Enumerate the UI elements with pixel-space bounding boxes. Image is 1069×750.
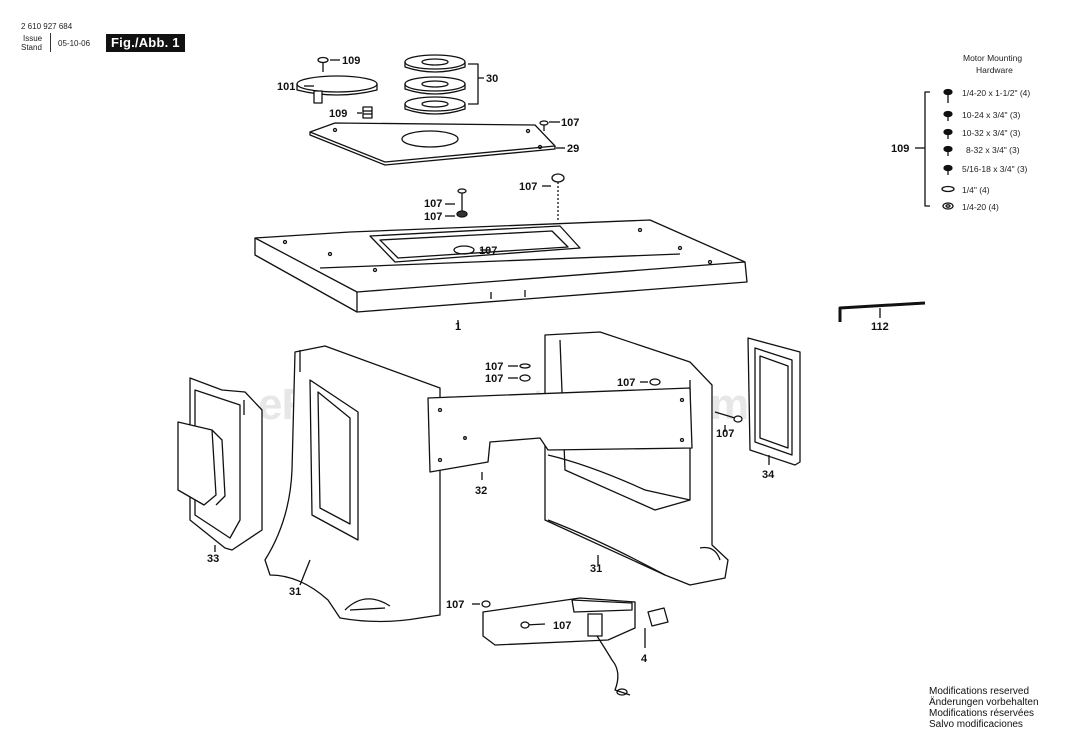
modifications-line: Änderungen vorbehalten <box>929 697 1039 708</box>
callout-31-left: 31 <box>289 586 301 598</box>
hardware-title-line2: Hardware <box>976 65 1013 75</box>
part-30-rings <box>404 54 484 115</box>
part-31-right-leg <box>544 331 729 586</box>
callout-107-a: 107 <box>561 117 579 129</box>
part-34-right-panel <box>747 337 801 466</box>
part-107-bolt-center <box>445 188 468 218</box>
part-109-sleeve <box>357 106 373 119</box>
modifications-note: Modifications reserved Änderungen vorbeh… <box>929 686 1039 730</box>
issue-date: 05-10-06 <box>58 39 91 48</box>
callout-107-j: 107 <box>446 599 464 611</box>
hardware-item: 1/4-20 x 1-1/2" (4) <box>962 88 1030 98</box>
callout-31-right: 31 <box>590 563 602 575</box>
hardware-group-label: 109 <box>891 143 909 155</box>
part-1-table-top <box>254 219 748 330</box>
hardware-item: 5/16-18 x 3/4" (3) <box>962 164 1028 174</box>
callout-107-f: 107 <box>485 361 503 373</box>
callout-112: 112 <box>871 321 889 333</box>
part-31-left-leg <box>264 345 441 623</box>
hardware-title-line1: Motor Mounting <box>963 53 1022 63</box>
stand-label: Stand <box>21 43 42 52</box>
part-112-wrench <box>838 301 926 322</box>
callout-32: 32 <box>475 485 487 497</box>
issue-label: Issue <box>23 34 43 43</box>
modifications-line: Salvo modificaciones <box>929 719 1023 730</box>
callout-109-b: 109 <box>329 108 347 120</box>
callout-107-k: 107 <box>553 620 571 632</box>
callout-107-b: 107 <box>519 181 537 193</box>
modifications-line: Modifications reserved <box>929 686 1030 697</box>
bracket-divider <box>50 33 53 52</box>
callout-107-e: 107 <box>479 245 497 257</box>
part-107-screw-plate <box>539 120 560 131</box>
callout-107-d: 107 <box>424 211 442 223</box>
callout-107-c: 107 <box>424 198 442 210</box>
callout-33: 33 <box>207 553 219 565</box>
hardware-item: 1/4-20 (4) <box>962 202 999 212</box>
doc-number: 2 610 927 684 <box>21 22 73 31</box>
callout-34: 34 <box>762 469 775 481</box>
callout-101: 101 <box>277 81 295 93</box>
callout-1: 1 <box>455 321 461 333</box>
part-32-front-panel <box>427 387 693 480</box>
callout-30: 30 <box>486 73 498 85</box>
modifications-line: Modifications réservées <box>929 708 1035 719</box>
callout-107-g: 107 <box>485 373 503 385</box>
part-33-left-panel <box>177 377 263 552</box>
callout-109-a: 109 <box>342 55 360 67</box>
hardware-item: 10-32 x 3/4" (3) <box>962 128 1020 138</box>
callout-4: 4 <box>641 653 648 665</box>
figure-label: Fig./Abb. 1 <box>106 34 185 52</box>
hardware-item: 1/4" (4) <box>962 185 990 195</box>
part-101-insert <box>296 75 378 104</box>
hardware-item: 8-32 x 3/4" (3) <box>966 145 1020 155</box>
hardware-bracket <box>915 88 955 210</box>
part-109-screw <box>317 56 340 72</box>
callout-107-h: 107 <box>617 377 635 389</box>
part-29-plate <box>309 122 565 166</box>
part-107-bolt-right <box>542 173 565 222</box>
callout-107-i: 107 <box>716 428 734 440</box>
hardware-item: 10-24 x 3/4" (3) <box>962 110 1020 120</box>
part-4-switch-box <box>472 597 669 696</box>
part-107-screws-panel <box>508 363 743 432</box>
callout-29: 29 <box>567 143 579 155</box>
